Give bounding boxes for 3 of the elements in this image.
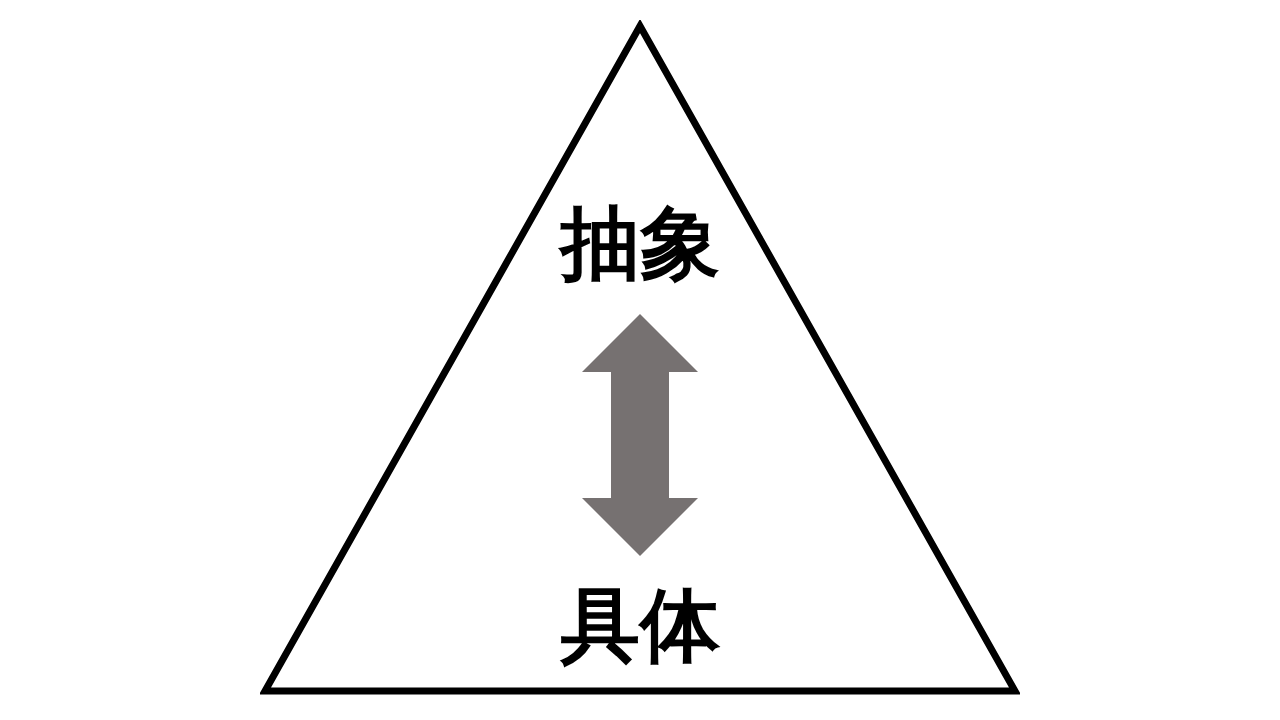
triangle-outline — [260, 20, 1020, 695]
concept-label: 抽象 — [540, 204, 740, 284]
concept-label: 具体 — [540, 586, 740, 666]
